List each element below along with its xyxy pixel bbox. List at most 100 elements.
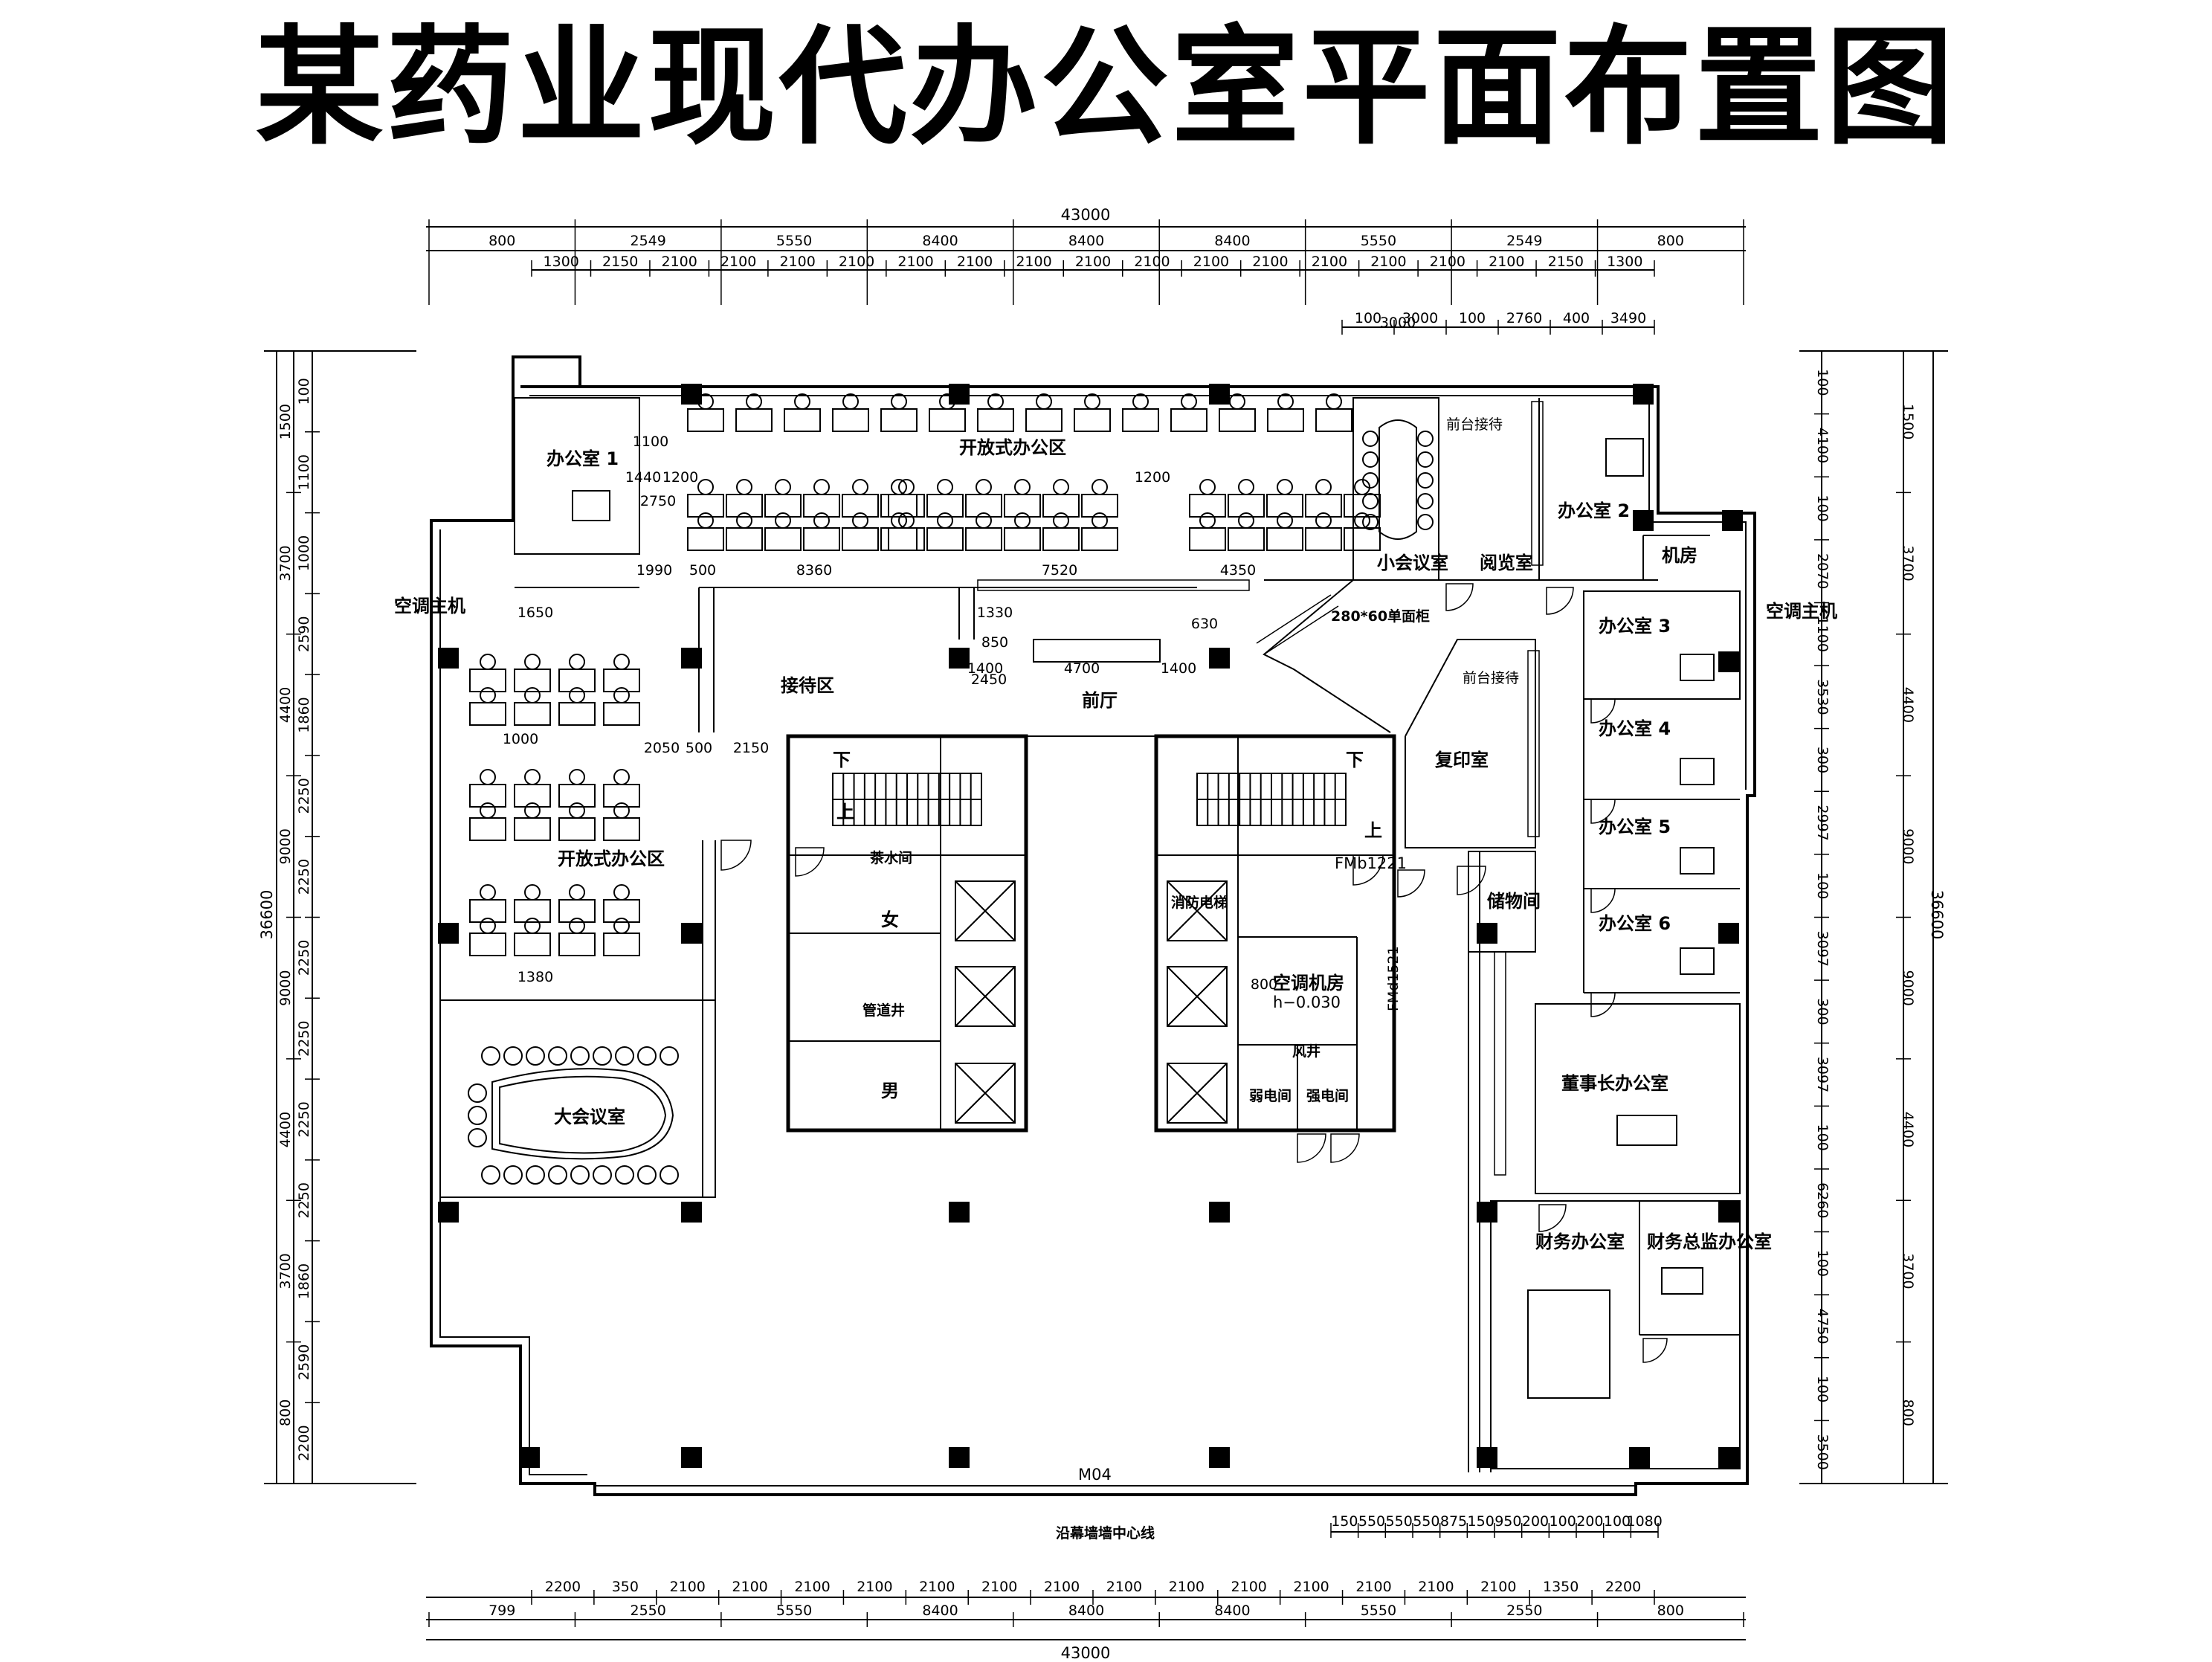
elevator-shaft [955,1063,1016,1124]
label-office6: 办公室 6 [1599,913,1671,934]
desk [726,527,763,551]
column [1209,384,1230,405]
dim-label: 5550 [1361,233,1396,249]
elevator-shaft [1167,966,1228,1027]
desk [469,702,506,726]
door-swing [1445,583,1474,611]
dim-label: 4750 [1814,1308,1831,1344]
dim-label: 4400 [277,687,294,723]
interior-dim-label: 7520 [1042,562,1077,579]
chair [480,802,496,819]
dim-label: 2150 [1548,254,1584,270]
dim-label: 300 [1814,747,1831,773]
desk [1004,527,1041,551]
dim-label: 1500 [277,404,294,439]
label-copy-room: 复印室 [1434,750,1489,770]
desk [965,527,1002,551]
label-door-fmd: FMd1521 [1385,946,1402,1011]
dim-label: 550 [1386,1513,1413,1530]
label-stair-up-left: 上 [836,802,854,822]
chair [1238,512,1254,529]
chair [852,479,868,495]
dim-label: 2100 [897,254,933,270]
chair [891,512,907,529]
interior-dim-label: 2050 [644,740,680,756]
chair [891,479,907,495]
desk [832,408,869,432]
desk [558,817,596,841]
column [1718,651,1739,672]
door-swing [1297,1133,1326,1163]
meeting-chair [1362,493,1379,509]
chair [1199,512,1216,529]
dim-label: 2550 [630,1603,665,1619]
dim-label: 3500 [1814,1434,1831,1470]
desk [1305,527,1342,551]
chair [852,512,868,529]
dim-label: 100 [1604,1513,1631,1530]
chair [480,918,496,934]
desk [1025,408,1063,432]
chair [891,393,907,410]
interior-dim-label: 1990 [636,562,672,579]
meeting-chair [570,1165,590,1185]
dim-label: 550 [1358,1513,1385,1530]
dim-label: 350 [612,1579,639,1595]
label-open-office-left: 开放式办公区 [558,848,665,869]
elevator-shaft [955,966,1016,1027]
dim-label: 2100 [1370,254,1406,270]
label-chairman: 董事长办公室 [1561,1073,1668,1094]
door-swing [1457,866,1486,895]
interior-dim-label: 630 [1191,616,1218,632]
dimension-lines [264,219,1948,1640]
label-curtain-wall: 沿幕墙墙中心线 [1056,1524,1155,1542]
interior-dim-label: 1440 [625,469,661,486]
chair [939,393,955,410]
dim-label: 200 [1576,1513,1603,1530]
interior-dim-label: 2450 [971,671,1007,688]
dim-label: 100 [1355,310,1381,326]
dim-label: 5550 [776,233,812,249]
chair [976,479,992,495]
interior-dim-label: 1200 [662,469,698,486]
column [1718,923,1739,944]
door-swing [1352,854,1384,886]
desk [558,702,596,726]
chair [613,769,630,785]
meeting-chair [570,1046,590,1066]
label-office3: 办公室 3 [1599,616,1671,637]
chair [613,654,630,670]
label-stair-up-right: 上 [1364,820,1382,841]
chair [1238,479,1254,495]
dim-label: 3490 [1610,310,1646,326]
label-tea-room: 茶水间 [870,849,912,866]
dim-label: 2250 [296,778,312,814]
label-ac-host-right: 空调主机 [1766,601,1837,622]
dim-label: 2200 [545,1579,581,1595]
dim-label: 2250 [296,1182,312,1218]
chair [613,884,630,901]
elevators [955,880,1228,1124]
meeting-chair [503,1165,523,1185]
desk [1315,408,1352,432]
chair [1132,393,1149,410]
label-ac-host-left: 空调主机 [394,596,465,616]
dim-label: 2100 [1134,254,1170,270]
dim-label: 1000 [296,535,312,571]
desk [926,527,964,551]
interior-dim-label: 4350 [1220,562,1256,579]
column [949,648,970,669]
column [681,1447,702,1468]
dim-label: 2760 [1506,310,1542,326]
dim-label: 100 [1814,872,1831,899]
dim-label: 100 [1550,1513,1576,1530]
door-swing [1642,1338,1668,1363]
dim-label: 2100 [1193,254,1229,270]
interior-dim-label: 1200 [1135,469,1170,486]
meeting-chair [1362,472,1379,489]
page-title: 某药业现代办公室平面布置图 [255,13,1957,162]
